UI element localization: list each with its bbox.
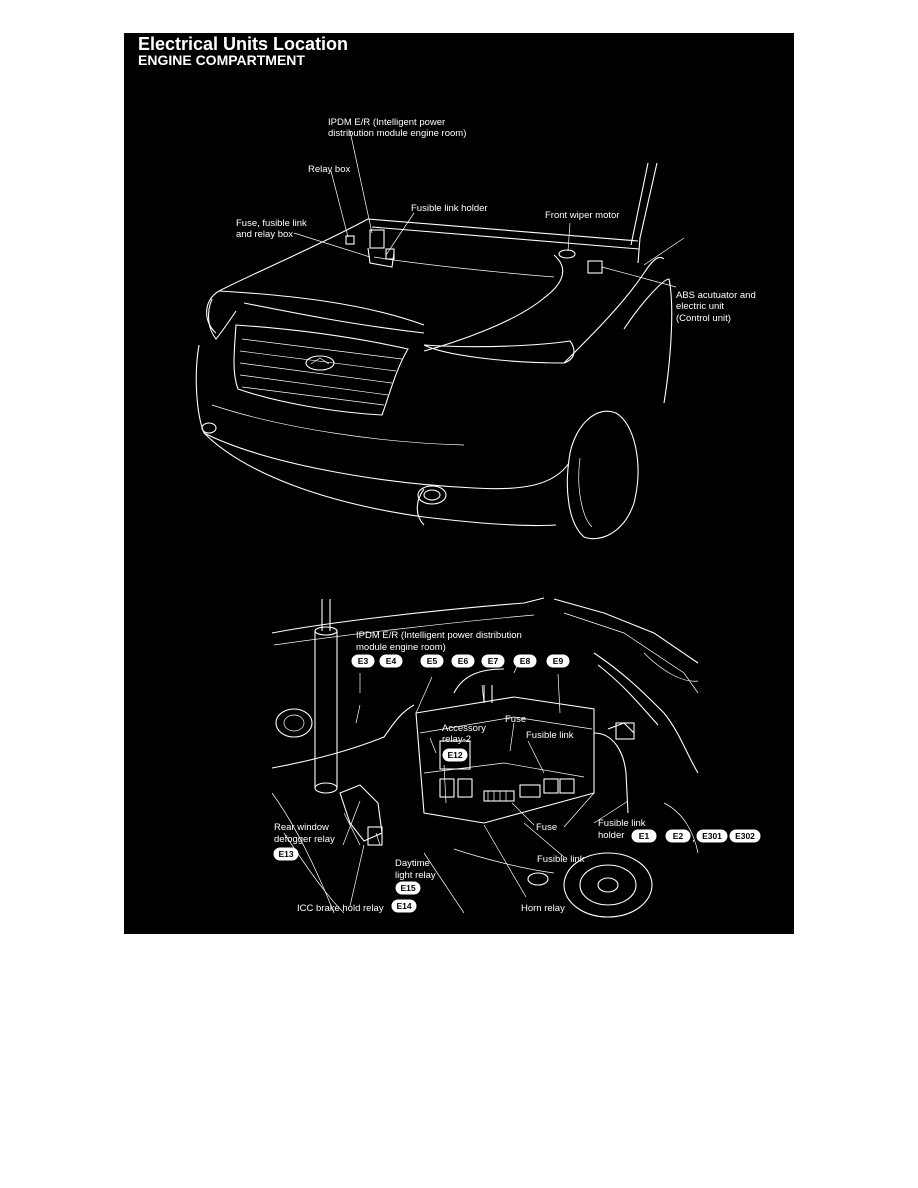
label-comma: , <box>692 833 695 844</box>
label-ipdm-line1: IPDM E/R (Intelligent power distribution <box>356 630 522 641</box>
connector-ipdm-4: E6 <box>458 656 469 666</box>
label-ipdm-line2: module engine room) <box>356 642 446 653</box>
label-fuse-lower: Fuse <box>536 822 557 833</box>
page-subtitle: ENGINE COMPARTMENT <box>138 52 305 68</box>
label-fuse-box-line1: Fuse, fusible link <box>236 218 307 229</box>
engine-bay-illustration <box>271 597 699 918</box>
connector-daytime: E15 <box>400 883 415 893</box>
label-abs-line1: ABS acutuator and <box>676 290 756 301</box>
diagram-canvas: IPDM E/R (Intelligent power distribution… <box>195 117 761 918</box>
top-leader-lines <box>293 130 677 288</box>
connector-ipdm-3: E5 <box>427 656 438 666</box>
label-front-wiper-motor: Front wiper motor <box>545 210 619 221</box>
label-fuse-box-line2: and relay box <box>236 229 293 240</box>
label-abs-line3: (Control unit) <box>676 313 731 324</box>
label-fuse-upper: Fuse <box>505 714 526 725</box>
label-fusible-link-holder-line1: Fusible link <box>598 818 646 829</box>
label-ipdm-line1: IPDM E/R (Intelligent power <box>328 117 445 128</box>
connector-ipdm-7: E9 <box>553 656 564 666</box>
label-relay-box: Relay box <box>308 164 350 175</box>
connector-ipdm-1: E3 <box>358 656 369 666</box>
connector-fusible-holder-3: E301 <box>702 831 722 841</box>
bottom-labels: IPDM E/R (Intelligent power distribution… <box>274 630 695 914</box>
connector-ipdm-5: E7 <box>488 656 499 666</box>
connector-icc: E14 <box>396 901 411 911</box>
vehicle-illustration <box>195 162 685 540</box>
connector-ipdm-6: E8 <box>520 656 531 666</box>
label-daytime-line1: Daytime <box>395 858 430 869</box>
label-accessory-line2: relay-2 <box>442 734 471 745</box>
connector-ipdm-2: E4 <box>386 656 397 666</box>
label-fusible-link-holder-line2: holder <box>598 830 624 841</box>
label-fusible-link-lower: Fusible link <box>537 854 585 865</box>
connector-rear-window: E13 <box>278 849 293 859</box>
connector-fusible-holder-1: E1 <box>639 831 650 841</box>
top-labels: IPDM E/R (Intelligent power distribution… <box>236 117 756 324</box>
connector-pills: E3 E4 E5 E6 E7 E8 E9 E12 E13 E15 E14 E1 … <box>273 654 761 913</box>
label-daytime-line2: light relay <box>395 870 436 881</box>
connector-accessory: E12 <box>447 750 462 760</box>
page-title: Electrical Units Location <box>138 34 349 54</box>
connector-fusible-holder-2: E2 <box>673 831 684 841</box>
label-fusible-link-holder: Fusible link holder <box>411 203 488 214</box>
connector-fusible-holder-4: E302 <box>735 831 755 841</box>
label-abs-line2: electric unit <box>676 301 724 312</box>
diagram-panel: Electrical Units Location ENGINE COMPART… <box>124 33 794 934</box>
label-horn-relay: Horn relay <box>521 903 565 914</box>
label-rear-window-line1: Rear window <box>274 822 329 833</box>
label-icc-brake-hold-relay: ICC brake hold relay <box>297 903 384 914</box>
label-fusible-link-upper: Fusible link <box>526 730 574 741</box>
bottom-leader-lines <box>342 654 629 907</box>
label-ipdm-line2: distribution module engine room) <box>328 128 466 139</box>
label-rear-window-line2: defogger relay <box>274 834 335 845</box>
label-accessory-line1: Accessory <box>442 723 486 734</box>
